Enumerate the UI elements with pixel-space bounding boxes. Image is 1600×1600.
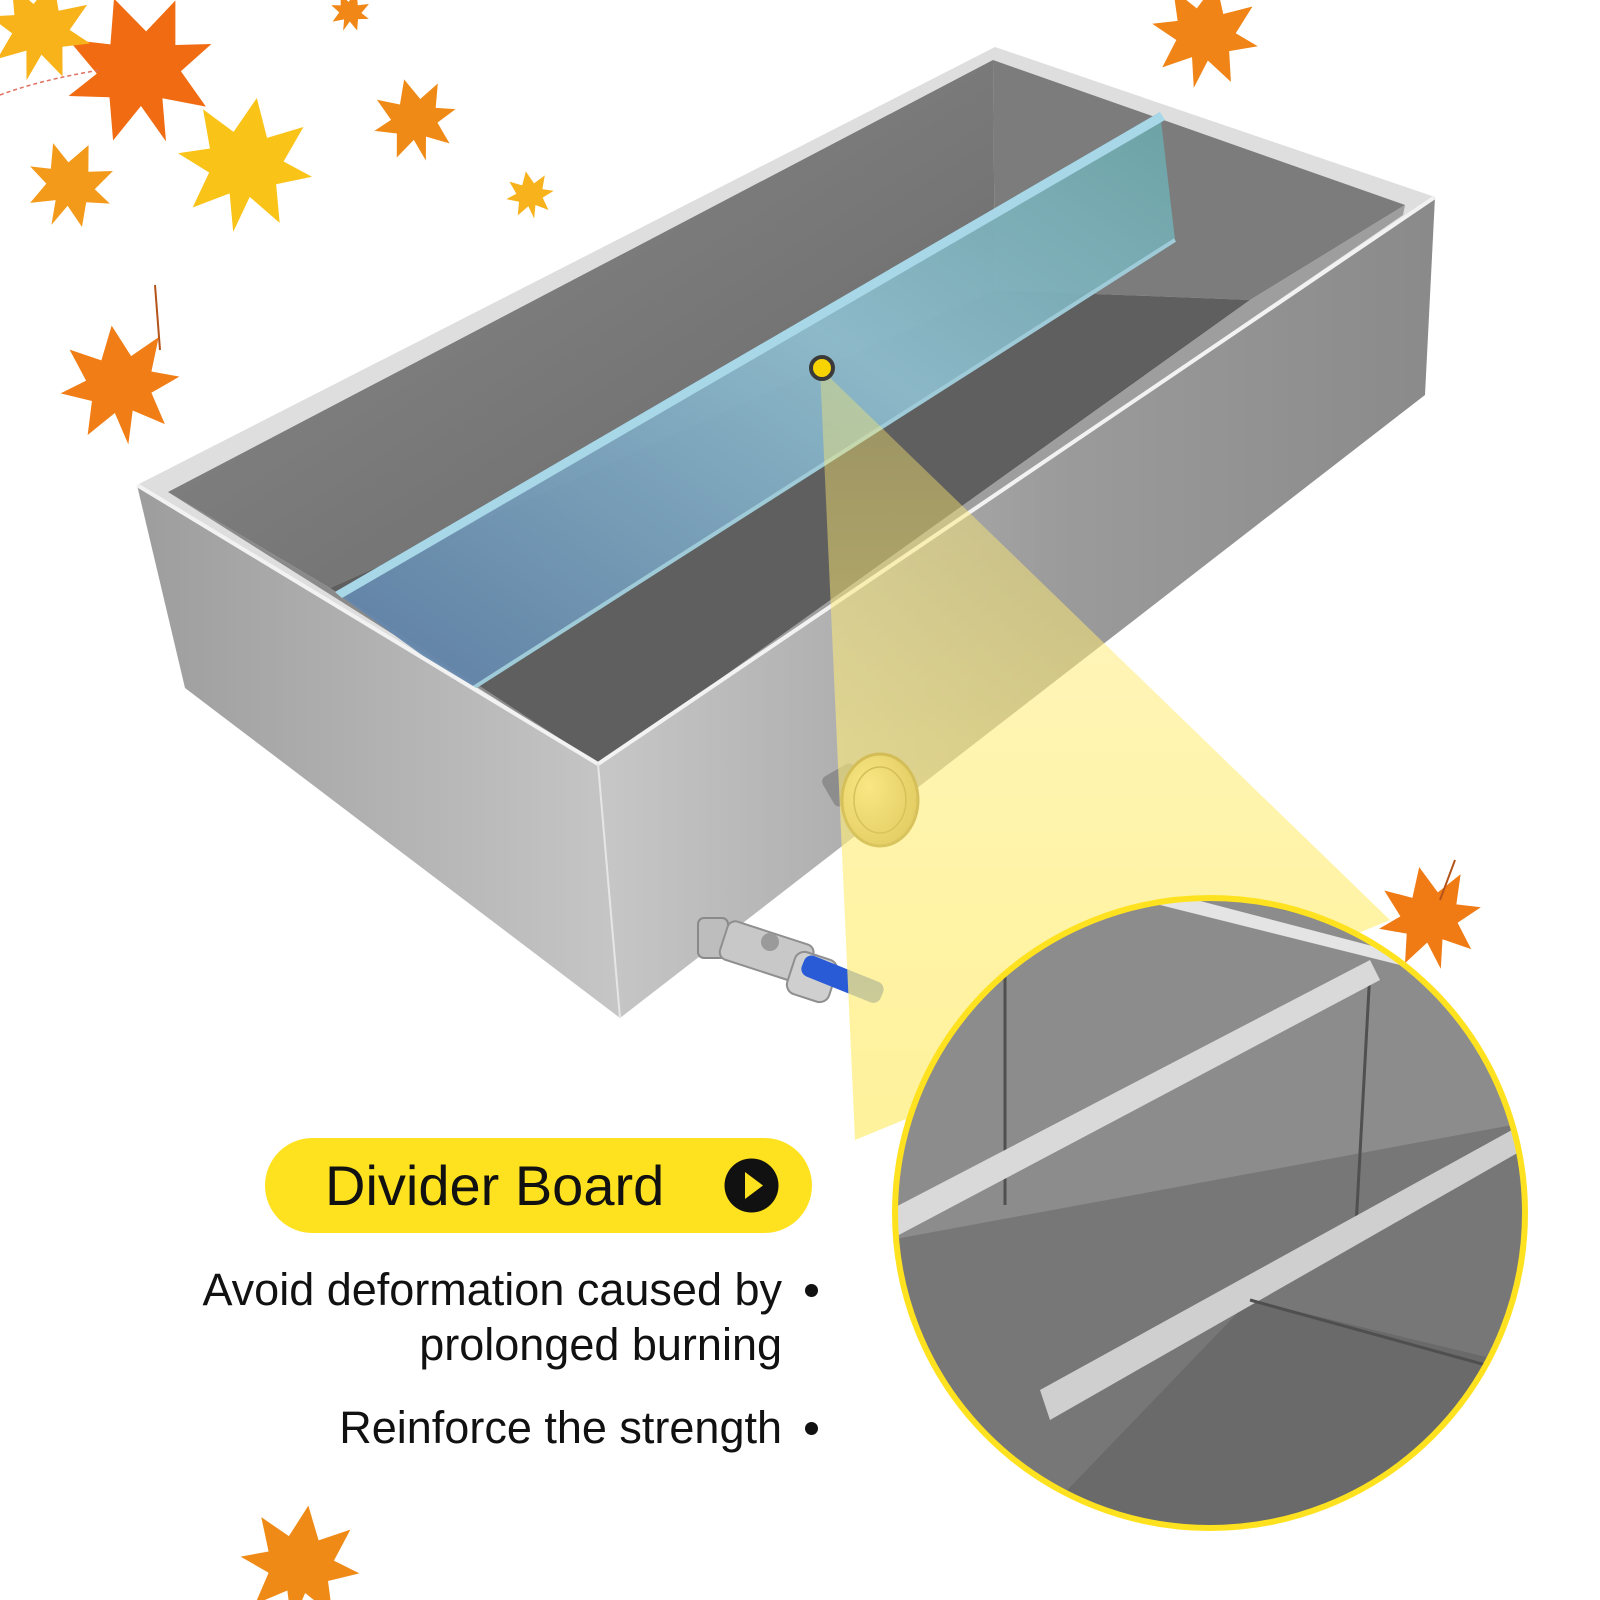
maple-leaf-icon (502, 167, 558, 223)
maple-leaf-icon (11, 126, 129, 244)
maple-leaf-icon (232, 1497, 368, 1600)
feature-item: Avoid deformation caused by prolonged bu… (62, 1262, 818, 1372)
bullet-icon (805, 1284, 818, 1297)
maple-leaf-icon (166, 86, 324, 244)
divider-board (335, 112, 1175, 690)
maple-leaf-icon (363, 68, 467, 172)
maple-leaf-icon (52, 317, 188, 453)
divider-board-callout: Divider Board (265, 1138, 812, 1233)
zoom-detail-circle (892, 895, 1528, 1531)
feature-item: Reinforce the strength (62, 1400, 818, 1455)
drain-valve (697, 917, 884, 1004)
focus-point-marker (809, 355, 835, 381)
bullet-icon (805, 1422, 818, 1435)
maple-leaf-icon (1140, 0, 1270, 100)
feature-text: Avoid deformation caused by prolonged bu… (202, 1264, 782, 1370)
feature-text: Reinforce the strength (339, 1402, 782, 1453)
callout-title: Divider Board (325, 1154, 665, 1217)
play-arrow-icon (724, 1158, 779, 1213)
maple-leaf-icon (324, 0, 376, 38)
maple-leaves-decoration (0, 0, 1492, 1600)
